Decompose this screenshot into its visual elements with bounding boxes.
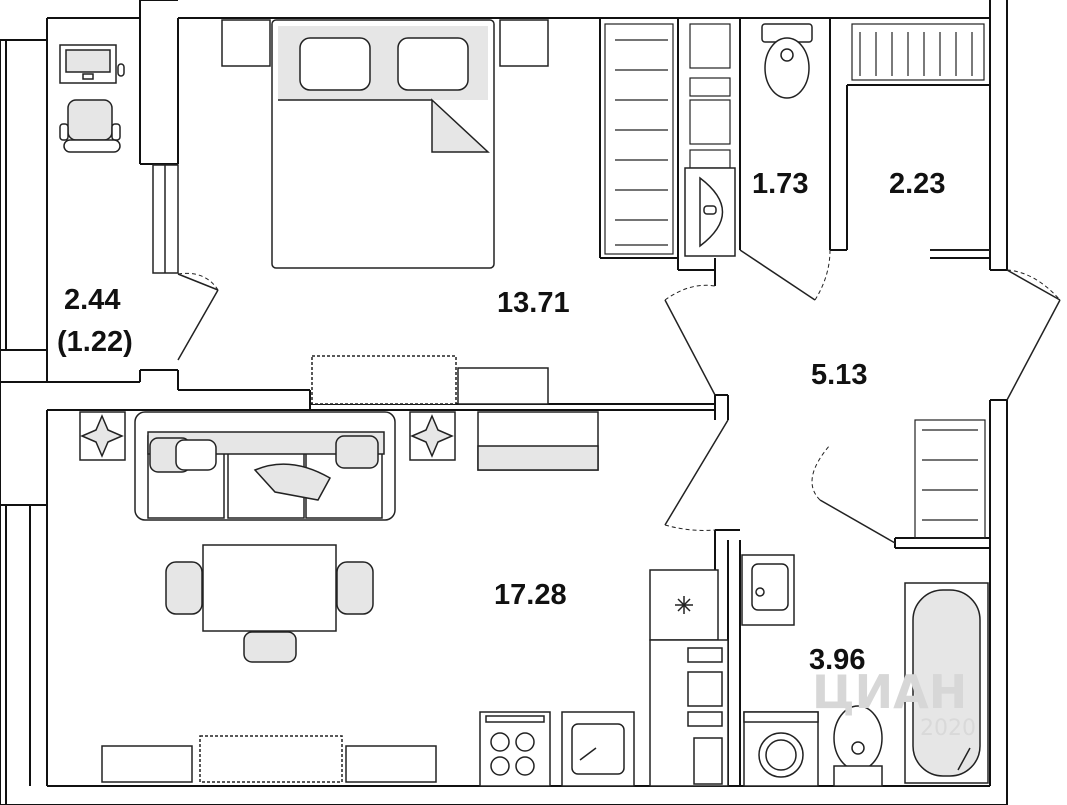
sink-icon — [684, 167, 736, 257]
office-chair-icon — [59, 99, 121, 153]
bedroom-door — [664, 299, 716, 396]
fan-icon — [649, 569, 719, 641]
balcony-area-label: 2.44 — [64, 284, 120, 316]
washing-machine-icon — [743, 711, 819, 787]
wc-door — [739, 249, 816, 301]
outer-wall-top — [0, 0, 1067, 18]
room-labels: 2.44 (1.22) 13.71 1.73 2.23 5.13 17.28 3… — [57, 168, 945, 676]
living-kitchen-area-label: 17.28 — [494, 579, 567, 611]
toilet-icon — [833, 705, 883, 787]
study-area — [59, 44, 179, 274]
bathroom-door — [819, 499, 896, 544]
houseplant-icon — [79, 411, 126, 461]
tv-cabinet-icon — [477, 411, 599, 471]
balcony-door — [177, 273, 219, 291]
double-bed-icon — [221, 19, 549, 269]
wc-area-label: 1.73 — [752, 168, 808, 200]
bathroom-area-label: 3.96 — [809, 644, 865, 676]
toilet-icon — [761, 23, 813, 99]
kitchen-sink-icon — [561, 711, 635, 787]
watermark-year: 2020 — [920, 716, 976, 741]
bathroom-furniture — [741, 554, 989, 787]
kitchen-furniture — [479, 569, 729, 787]
doors — [177, 249, 1061, 544]
closet-area-label: 2.23 — [889, 168, 945, 200]
houseplant-icon — [409, 411, 456, 461]
tv-stand-icon — [311, 355, 549, 405]
stove-icon — [479, 711, 551, 787]
entrance-door — [1006, 269, 1061, 301]
balcony-area-half-label: (1.22) — [57, 326, 133, 358]
watermark: ЦИАН 2020 — [812, 665, 976, 741]
living-door — [664, 419, 729, 526]
sink-icon — [741, 554, 795, 626]
sofa-icon — [134, 411, 396, 521]
wardrobe-icon — [604, 23, 985, 255]
living-furniture — [79, 411, 599, 783]
hall-area-label: 5.13 — [811, 359, 867, 391]
bedroom-furniture — [221, 19, 549, 405]
laptop-icon — [59, 44, 125, 84]
hall-wardrobe-icon — [914, 419, 986, 539]
watermark-text: ЦИАН — [812, 665, 967, 719]
console-icon — [101, 735, 437, 783]
bathtub-icon — [904, 582, 989, 784]
dining-table-icon — [165, 544, 374, 663]
bedroom-area-label: 13.71 — [497, 287, 570, 319]
